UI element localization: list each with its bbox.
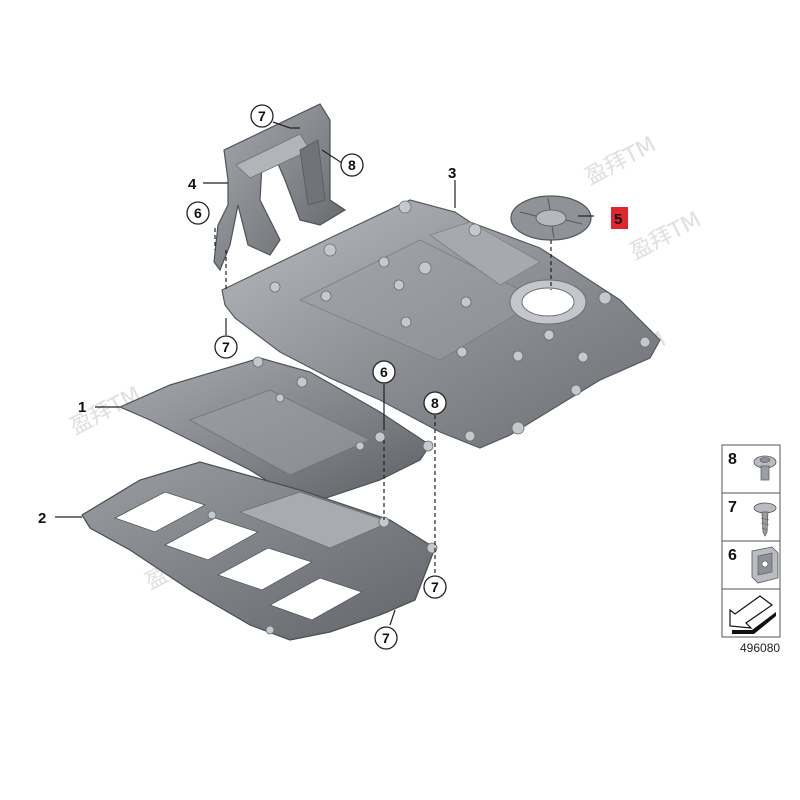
part-label: 7 xyxy=(258,108,266,124)
watermark: 盈拜TM xyxy=(626,207,705,265)
part-label: 7 xyxy=(222,339,230,355)
callout-part-7[interactable]: 7 xyxy=(250,104,274,128)
part-5-round-plate[interactable] xyxy=(510,195,592,241)
push-rivet-icon xyxy=(753,455,777,481)
part-label: 3 xyxy=(448,165,456,182)
part-4-front-shield[interactable] xyxy=(213,103,347,272)
part-label: 4 xyxy=(188,176,197,193)
leader-lines xyxy=(55,121,594,626)
part-label: 7 xyxy=(431,579,439,595)
part-label: 6 xyxy=(194,205,202,221)
screw-icon xyxy=(753,502,777,537)
legend-number: 6 xyxy=(728,547,737,564)
highlight-box xyxy=(611,207,628,229)
direction-arrow-icon xyxy=(729,595,776,634)
callout-part-4[interactable]: 4 xyxy=(188,176,197,193)
callout-part-1[interactable]: 1 xyxy=(78,399,86,416)
legend-item-6[interactable]: 6 xyxy=(721,540,781,590)
legend-number: 8 xyxy=(728,451,737,468)
fastener-legend: 8 7 6 xyxy=(721,444,781,655)
callout-part-6[interactable]: 6 xyxy=(372,360,396,384)
callout-part-7[interactable]: 7 xyxy=(374,626,398,650)
legend-item-7[interactable]: 7 xyxy=(721,492,781,542)
watermark: 盈拜TM xyxy=(581,132,660,190)
part-2-lower-frame[interactable] xyxy=(81,461,438,641)
part-label: 5 xyxy=(614,211,622,228)
part-label: 6 xyxy=(380,364,388,380)
callout-part-8[interactable]: 8 xyxy=(340,153,364,177)
part-label: 8 xyxy=(348,157,356,173)
callout-part-5-highlighted[interactable]: 5 xyxy=(611,207,628,229)
callout-part-7[interactable]: 7 xyxy=(214,335,238,359)
part-label: 8 xyxy=(431,395,439,411)
legend-number: 7 xyxy=(728,499,737,516)
legend-arrow-box xyxy=(721,588,781,638)
part-label: 1 xyxy=(78,399,86,416)
callout-part-7[interactable]: 7 xyxy=(423,575,447,599)
callout-part-3[interactable]: 3 xyxy=(448,165,456,182)
callout-part-6[interactable]: 6 xyxy=(186,201,210,225)
reference-number: 496080 xyxy=(740,641,780,655)
legend-item-8[interactable]: 8 xyxy=(721,444,781,494)
callout-part-2[interactable]: 2 xyxy=(38,510,46,527)
callout-part-8[interactable]: 8 xyxy=(423,391,447,415)
part-label: 7 xyxy=(382,630,390,646)
part-1-engine-shield[interactable] xyxy=(118,356,434,501)
clip-nut-icon xyxy=(751,546,779,584)
part-label: 2 xyxy=(38,510,46,527)
